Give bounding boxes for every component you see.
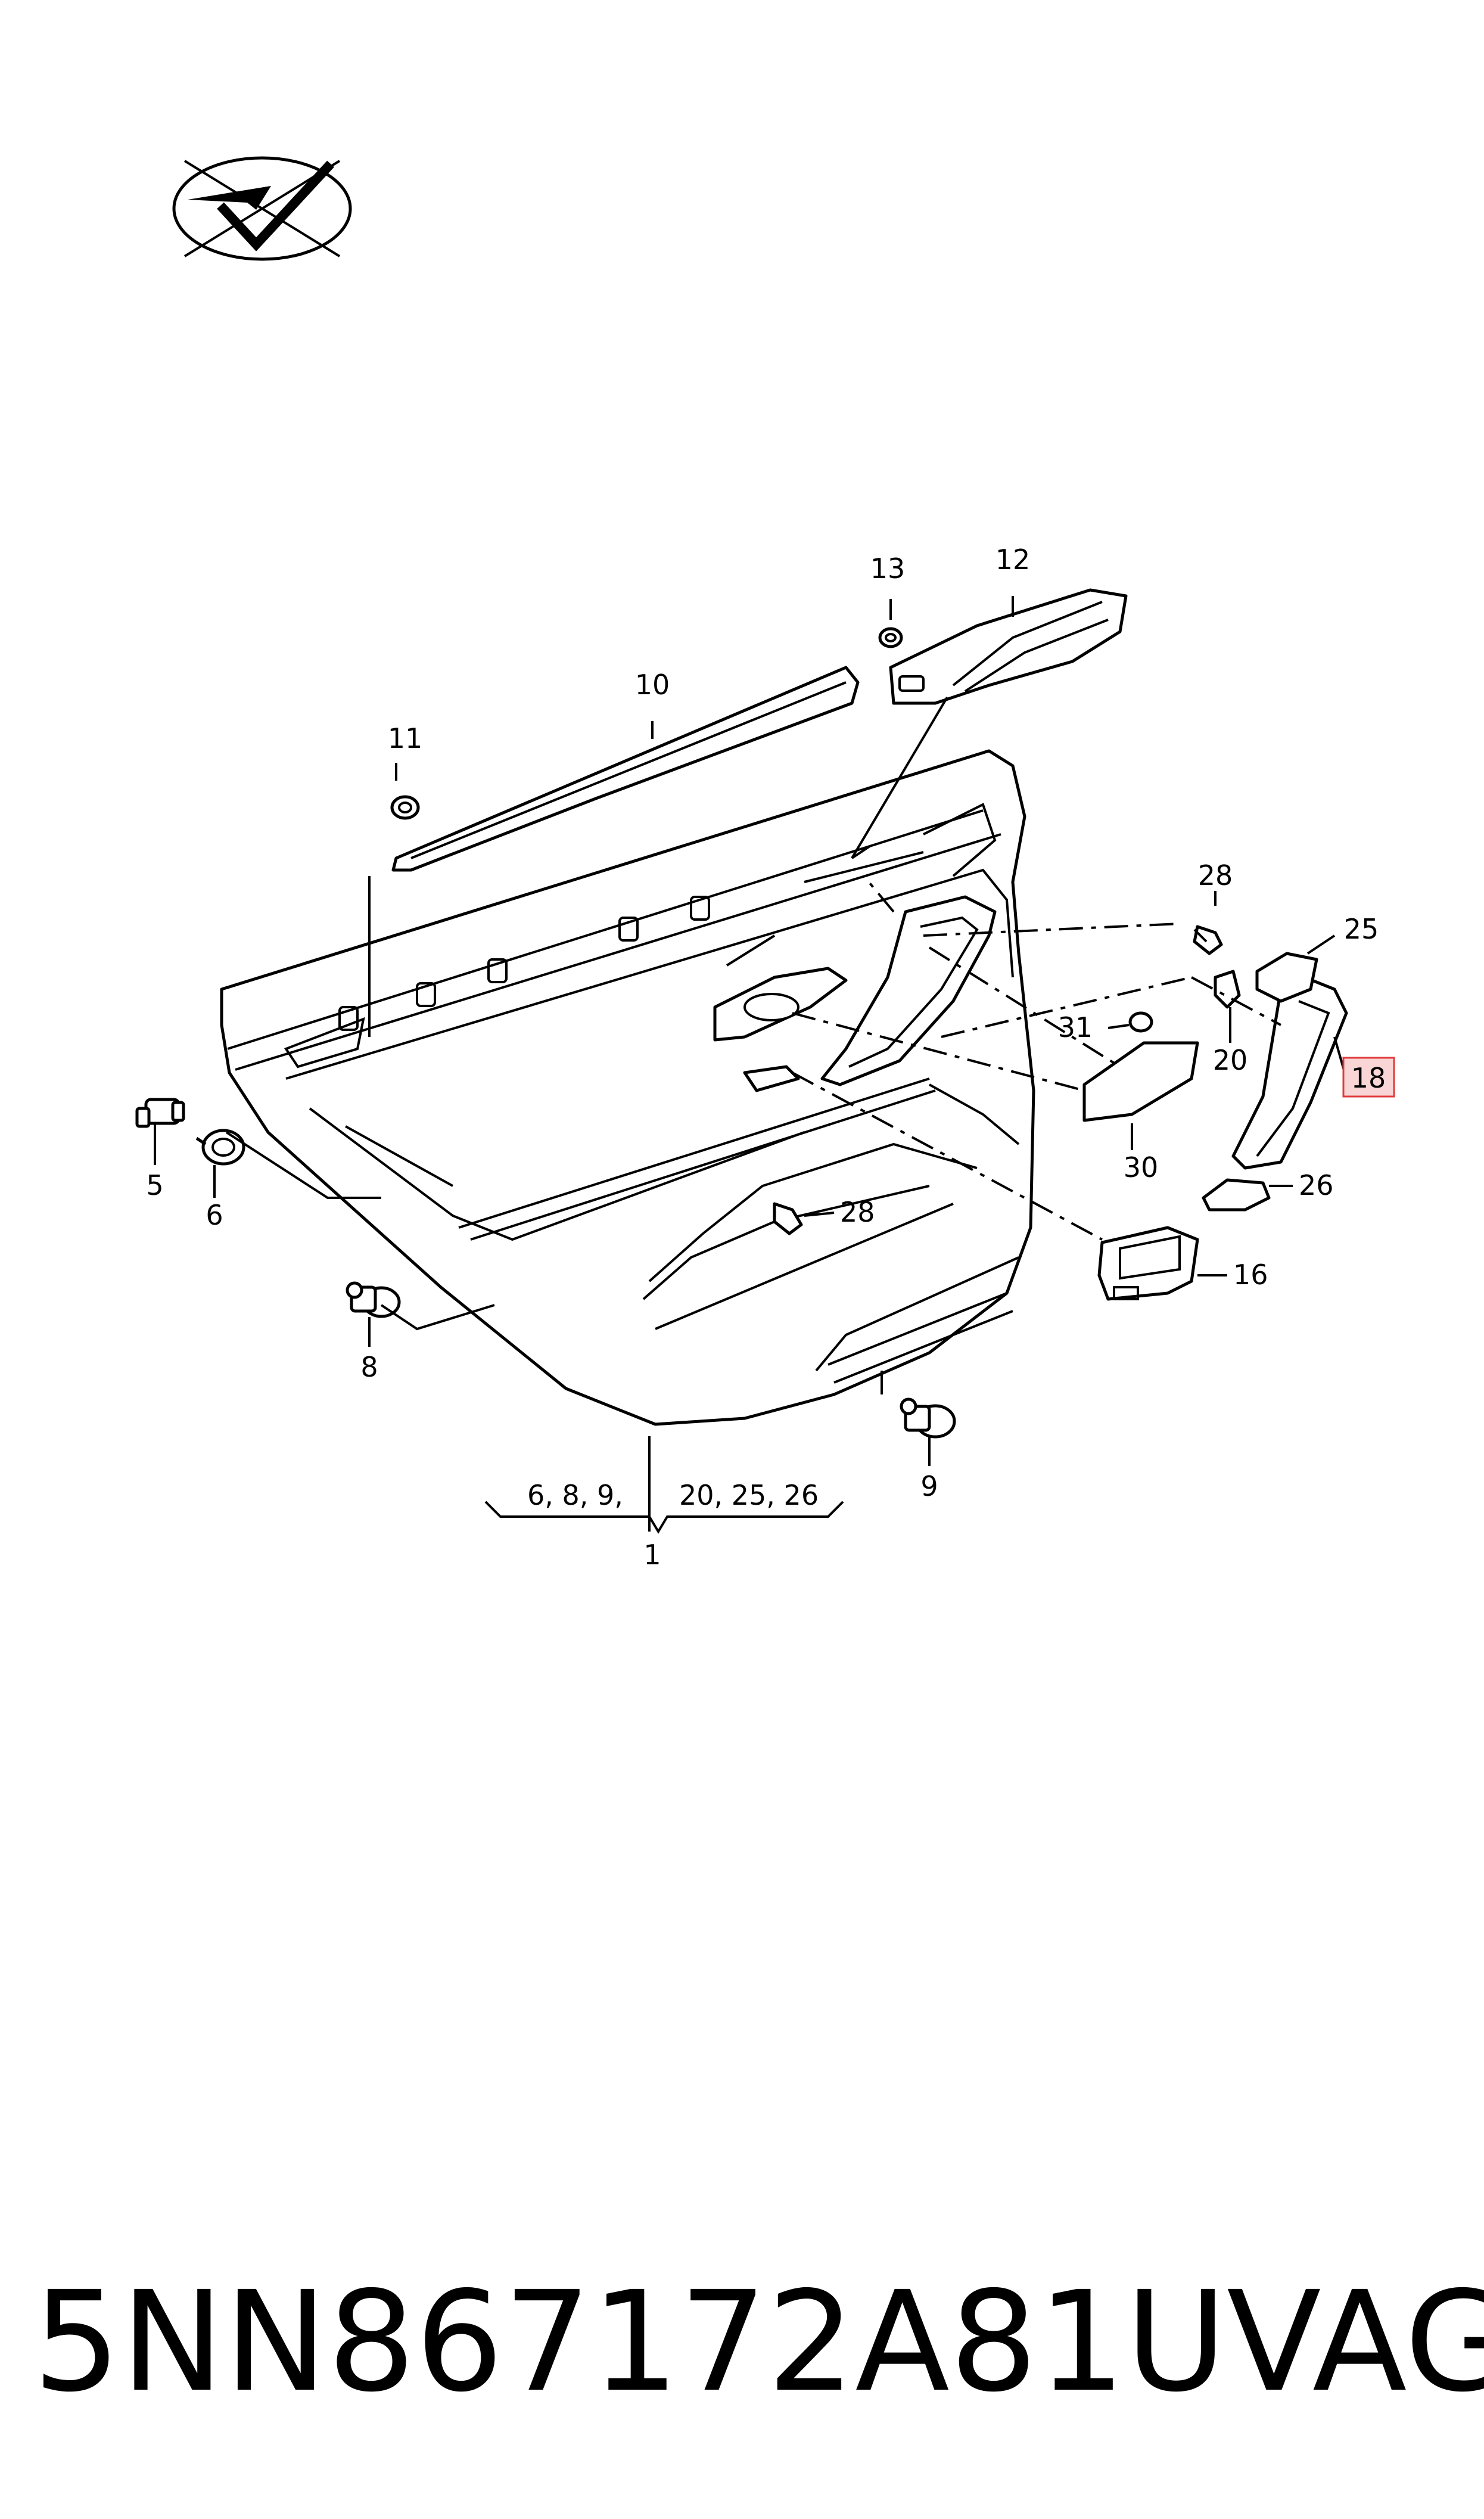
clip-9: [900, 1397, 956, 1439]
part-number: 5NN867172A81U: [33, 2262, 1227, 2422]
clip-20: [1214, 970, 1241, 1009]
callout-1: 1: [643, 1539, 661, 1571]
clip-5: [135, 1098, 185, 1128]
callout-12: 12: [995, 543, 1031, 576]
clip-13: [878, 627, 903, 648]
callout-30: 30: [1124, 1151, 1159, 1184]
callout-5: 5: [146, 1169, 163, 1201]
bracket-right-label: 20, 25, 26: [679, 1479, 819, 1511]
checkmark-logo-icon: [172, 156, 352, 261]
bracket-left-label: 6, 8, 9,: [527, 1479, 623, 1511]
callout-8: 8: [360, 1351, 378, 1383]
door-trim-panel: [220, 749, 1035, 1426]
callout-20: 20: [1213, 1044, 1248, 1076]
window-strip: [391, 666, 860, 872]
callout-18: 18: [1351, 1062, 1386, 1094]
callout-10: 10: [635, 669, 670, 701]
assembly-lines: [792, 875, 1281, 1241]
clip-6: [195, 1129, 245, 1166]
callout-26: 26: [1299, 1169, 1334, 1201]
callout-11: 11: [388, 722, 423, 754]
callout-28-upper: 28: [1198, 859, 1233, 892]
callout-28-lower: 28: [840, 1196, 875, 1228]
screw-28-lower: [773, 1202, 803, 1235]
callout-9: 9: [920, 1470, 938, 1502]
grab-handle-trim: [1231, 976, 1348, 1170]
callout-25: 25: [1344, 913, 1379, 945]
handle-bezel: [889, 588, 1128, 705]
callout-31: 31: [1058, 1011, 1093, 1043]
cover-cap-30: [1082, 1041, 1199, 1122]
leader-lines: [154, 596, 1348, 1534]
clip-8: [346, 1281, 401, 1318]
callout-18-highlight: 18: [1342, 1057, 1395, 1098]
clip-31: [1128, 1011, 1153, 1033]
footer: 5NN867172A81U VAG: [33, 2259, 1484, 2425]
callout-16: 16: [1233, 1259, 1268, 1291]
switch-housing-16: [1097, 1226, 1199, 1301]
end-cap-26: [1202, 1178, 1271, 1212]
callout-13: 13: [870, 552, 906, 585]
screw-28-upper: [1193, 925, 1223, 955]
brand: VAG: [1227, 2262, 1484, 2422]
end-cap-25: [1255, 952, 1318, 1003]
clip-11: [390, 795, 420, 820]
callout-6: 6: [206, 1199, 223, 1231]
